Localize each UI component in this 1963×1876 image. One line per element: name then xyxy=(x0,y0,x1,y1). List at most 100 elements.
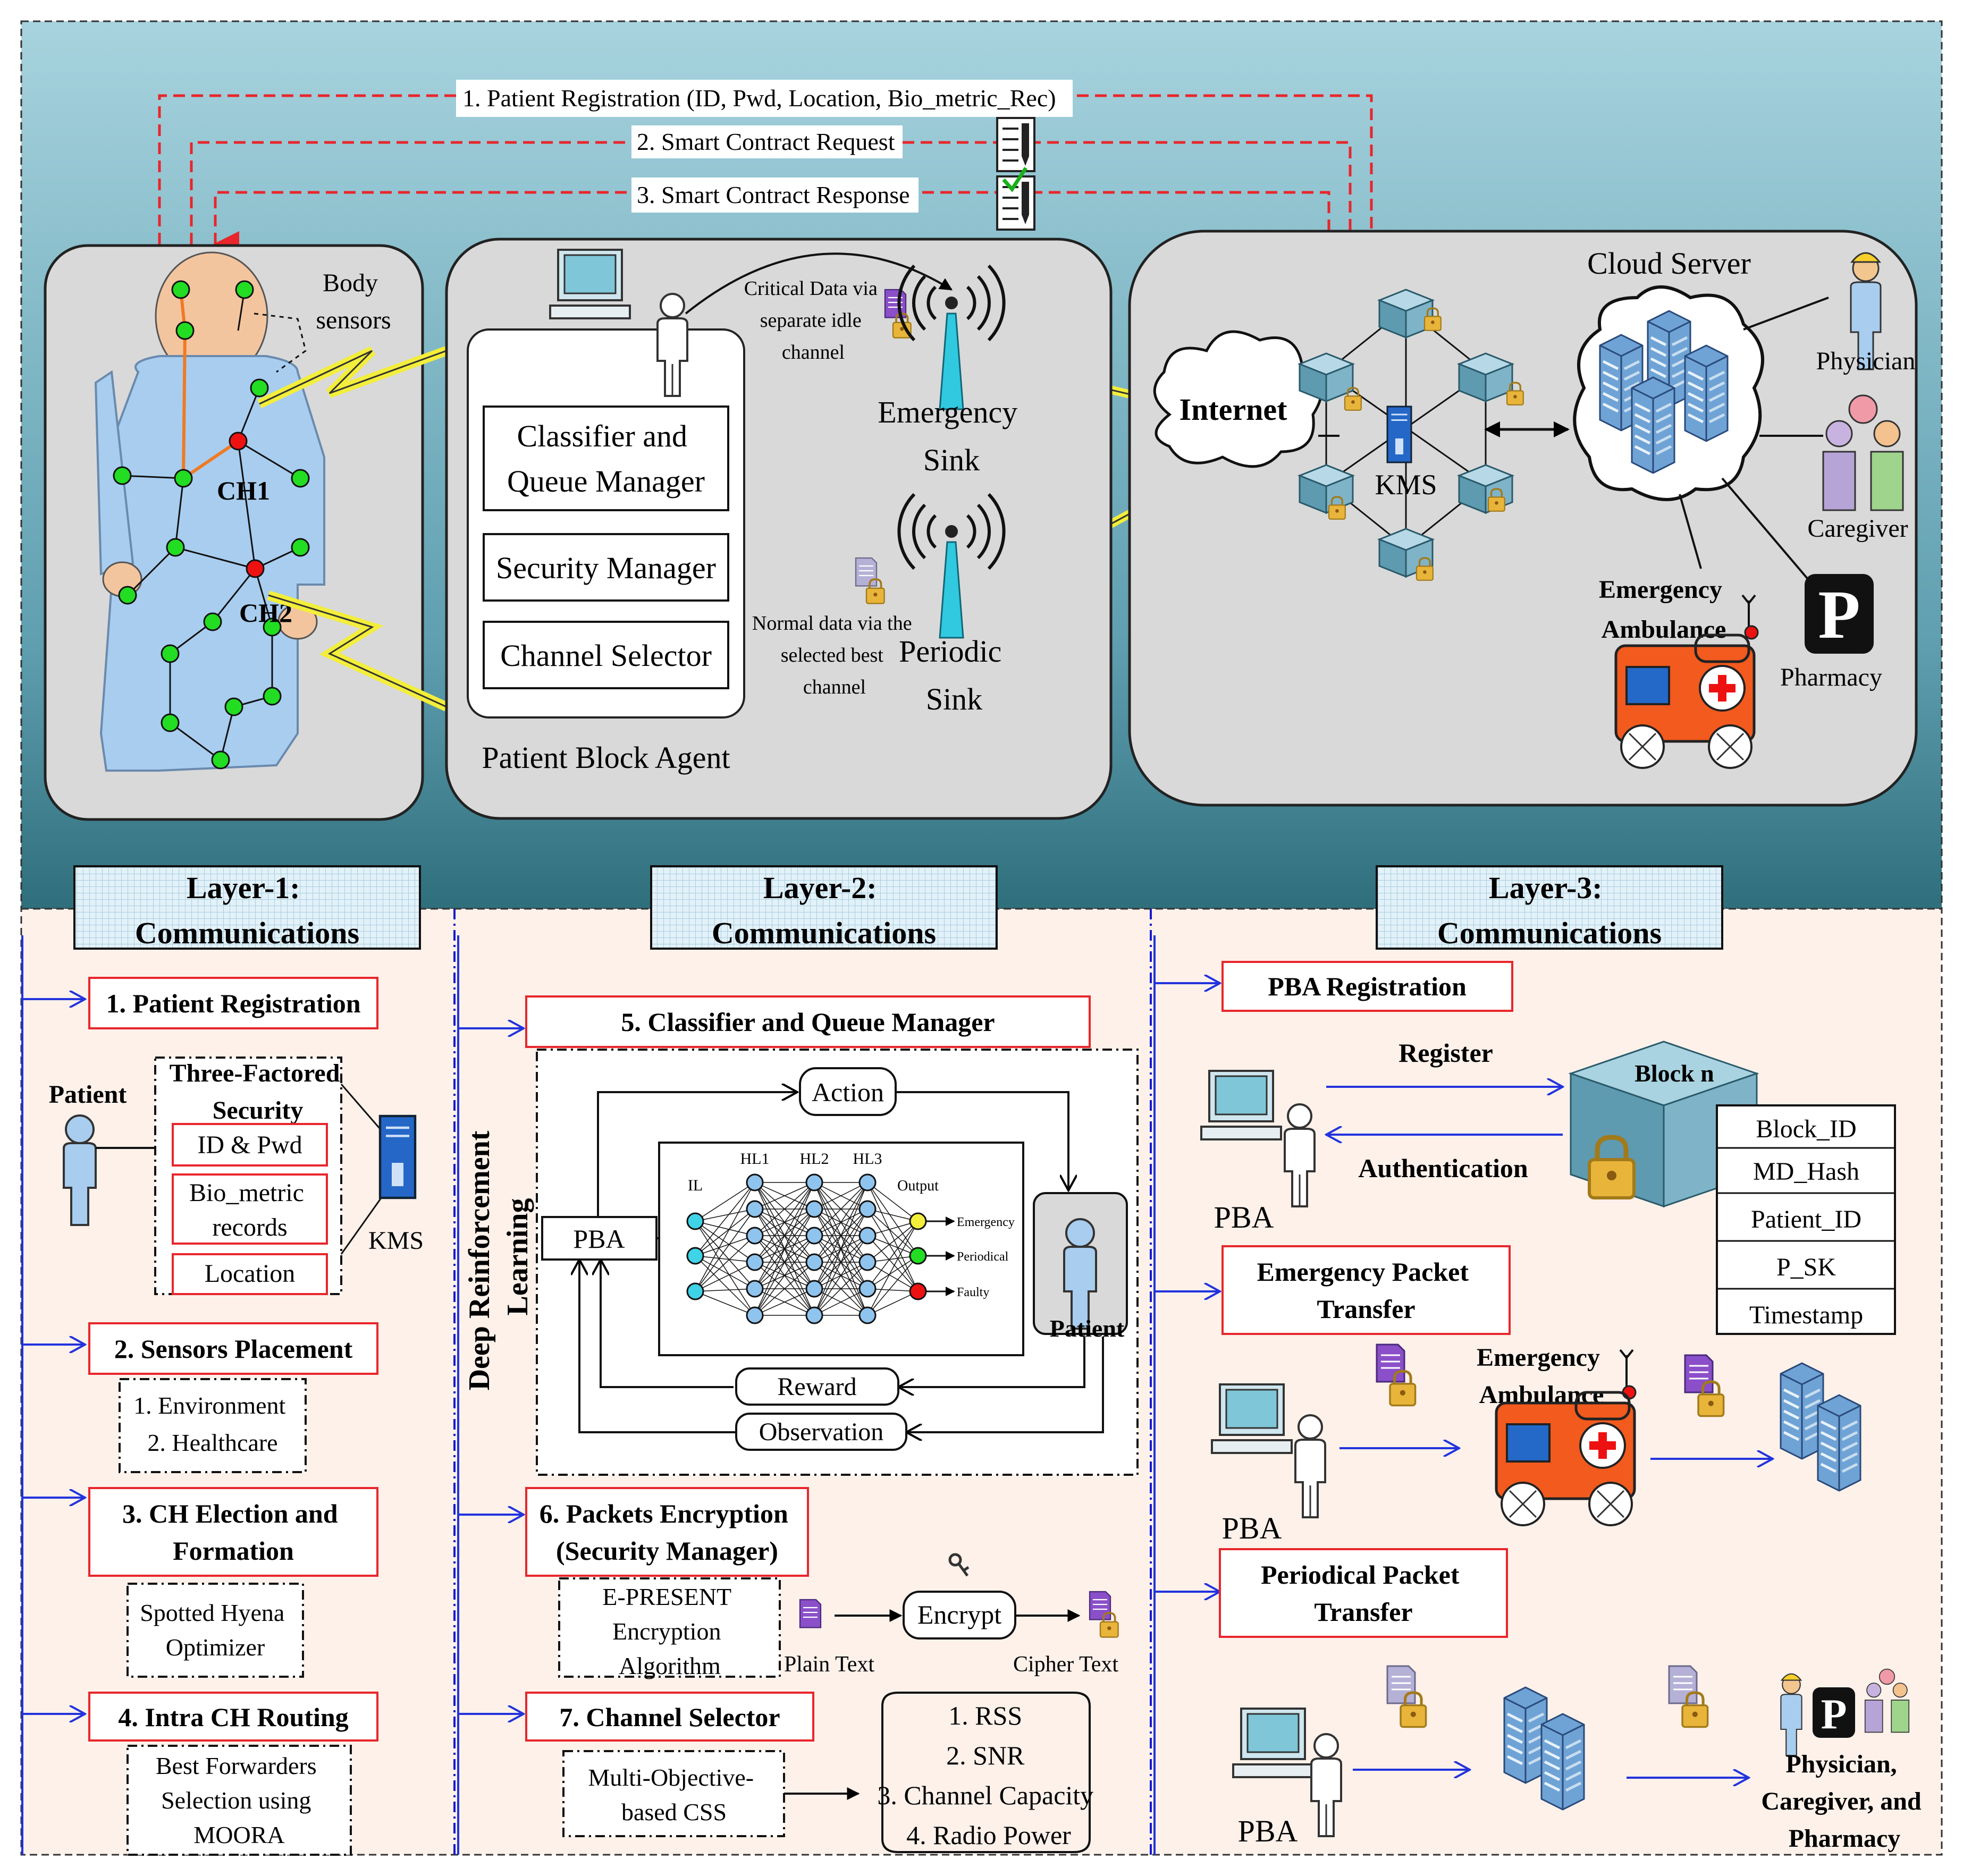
nn-edge xyxy=(867,1209,919,1292)
emergency-doc-icon xyxy=(1376,1343,1405,1383)
security-manager-box[interactable] xyxy=(483,533,729,602)
intra-ch-step[interactable] xyxy=(88,1692,378,1742)
block-field: MD_Hash xyxy=(1753,1157,1859,1186)
periodical-doc-icon xyxy=(1386,1665,1416,1704)
spotted-hyena-box xyxy=(127,1583,304,1678)
authentication-label: Authentication xyxy=(1358,1153,1528,1183)
flow-label-bg-1 xyxy=(456,80,1073,117)
nn-node xyxy=(858,1173,877,1191)
nn-edge xyxy=(754,1288,815,1316)
block-n-label: Block n xyxy=(1635,1060,1714,1087)
nn-edge xyxy=(754,1182,815,1236)
contract-request-icon xyxy=(996,117,1035,172)
cube-node xyxy=(1458,352,1513,402)
layer3-header-text: Layer-3: Communications xyxy=(1437,871,1662,950)
critical-data-arrow xyxy=(685,252,953,315)
nn-edge xyxy=(695,1235,755,1292)
block-field: Block_ID xyxy=(1756,1115,1856,1143)
pba-computer-icon xyxy=(1232,1708,1314,1778)
col1-kms-icon xyxy=(380,1116,415,1198)
observation-box[interactable] xyxy=(735,1413,907,1451)
channel-selector-box[interactable] xyxy=(483,621,729,689)
nn-node xyxy=(746,1253,764,1271)
nn-edge xyxy=(867,1235,919,1256)
ambulance-doc-icon xyxy=(1684,1354,1714,1393)
channel-step-label: 7. Channel Selector xyxy=(559,1702,780,1732)
nn-layer-il: IL xyxy=(688,1177,703,1194)
sensors-placement-step[interactable] xyxy=(88,1322,378,1375)
drl-label: Deep Reinforcement Learning xyxy=(463,1123,534,1391)
ch-election-label: 3. CH Election and Formation xyxy=(122,1499,344,1566)
emergency-packet-step[interactable] xyxy=(1221,1245,1511,1335)
reward-box[interactable] xyxy=(735,1367,899,1406)
pba-computer-icon xyxy=(1200,1070,1282,1140)
nn-edge xyxy=(814,1235,868,1316)
nn-edge xyxy=(754,1262,815,1316)
caregiver-label: Caregiver xyxy=(1807,514,1908,543)
layer1-header xyxy=(73,865,421,950)
nn-edge xyxy=(754,1209,815,1316)
nn-node xyxy=(686,1212,704,1230)
block-fields-table xyxy=(1716,1104,1896,1335)
col2-spine xyxy=(457,935,524,1855)
layer2-header xyxy=(650,865,998,950)
nn-edges xyxy=(695,1182,919,1316)
periodical-packet-step[interactable] xyxy=(1219,1548,1508,1638)
channel-step[interactable] xyxy=(525,1692,814,1742)
ch-election-step[interactable] xyxy=(88,1487,378,1577)
nn-edge xyxy=(867,1182,919,1222)
pba-registration-label: PBA Registration xyxy=(1268,971,1467,1001)
encryption-step[interactable] xyxy=(525,1487,809,1577)
patient-registration-step[interactable] xyxy=(88,977,378,1029)
cloud-panel xyxy=(1128,230,1918,807)
nn-edge xyxy=(695,1255,755,1263)
block-field: Timestamp xyxy=(1749,1301,1863,1329)
ambulance-label: Emergency Ambulance xyxy=(1599,576,1729,644)
emergency-server-rack xyxy=(1781,1363,1823,1459)
col1-kms-links xyxy=(340,1084,384,1255)
internet-label: Internet xyxy=(1180,392,1288,427)
encryption-step-label: 6. Packets Encryption (Security Manager) xyxy=(540,1499,795,1566)
ch1-label: CH1 xyxy=(217,476,270,505)
pba-box[interactable] xyxy=(541,1216,658,1261)
nn-edge xyxy=(695,1209,755,1292)
nn-node xyxy=(858,1200,877,1218)
body-sensors-label: Body sensors xyxy=(316,269,391,334)
nn-edge xyxy=(754,1182,815,1263)
nn-edge xyxy=(867,1182,919,1256)
block-field: Patient_ID xyxy=(1751,1205,1861,1233)
flow-step1: 1. Patient Registration (ID, Pwd, Locati… xyxy=(462,84,1056,112)
kms-label: KMS xyxy=(1375,469,1437,501)
nn-edge xyxy=(814,1182,868,1210)
output-emergency: Emergency xyxy=(957,1215,1015,1229)
nn-edge xyxy=(695,1221,755,1289)
nn-edge xyxy=(754,1182,815,1289)
nn-edge xyxy=(695,1235,755,1256)
biometric-label: Bio_metric records xyxy=(189,1179,310,1241)
nn-node xyxy=(858,1253,877,1271)
nn-layer-output: Output xyxy=(897,1178,939,1194)
key-icon xyxy=(948,1553,970,1577)
output-periodical: Periodical xyxy=(957,1250,1009,1264)
normal-doc-icon xyxy=(855,557,878,587)
nn-node xyxy=(805,1173,823,1191)
pba-label: PBA xyxy=(573,1224,625,1254)
nn-node xyxy=(805,1253,823,1271)
nn-layer-hl1: HL1 xyxy=(740,1150,770,1168)
nn-node xyxy=(746,1280,764,1298)
emergency-packet-label: Emergency Packet Transfer xyxy=(1257,1257,1476,1324)
pba-registration-step[interactable] xyxy=(1221,961,1513,1012)
nn-layer-hl3: HL3 xyxy=(853,1150,882,1168)
cipher-doc-icon xyxy=(1089,1591,1111,1620)
pharmacy-icon-letter: P xyxy=(1818,577,1860,653)
periodical-packet-label: Periodical Packet Transfer xyxy=(1261,1560,1466,1627)
pba-computer-icon xyxy=(1211,1383,1293,1454)
emergency-sink-label: Emergency Sink xyxy=(878,395,1025,477)
classifier-step[interactable] xyxy=(525,995,1091,1048)
cloud-server-rack xyxy=(1632,377,1674,473)
classifier-box[interactable] xyxy=(483,405,729,511)
siren-icon xyxy=(1744,625,1759,640)
nn-edge xyxy=(695,1255,755,1289)
registration-flow xyxy=(158,94,1395,314)
multi-objective-label: Multi-Objective- based CSS xyxy=(588,1764,760,1826)
